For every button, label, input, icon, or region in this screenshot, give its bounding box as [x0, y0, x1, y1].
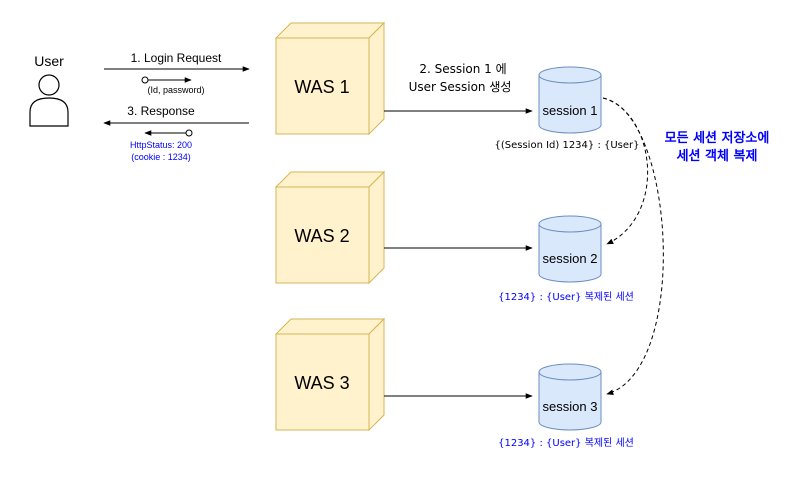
request-label: 1. Login Request	[131, 51, 222, 65]
replicate-to-session3-arrow	[602, 97, 664, 395]
response-param-start-icon	[185, 129, 193, 137]
was-3-label: WAS 3	[294, 373, 349, 393]
session-3-db: session 3	[538, 363, 602, 431]
session-1-caption: {(Session Id) 1234} : {User}	[494, 140, 639, 151]
was-2-label: WAS 2	[294, 226, 349, 246]
response-flow: 3. Response HttpStatus: 200 (cookie : 12…	[103, 104, 249, 162]
session-2-db: session 2	[538, 215, 602, 283]
session-1-db: session 1	[538, 66, 602, 134]
was-1-box: WAS 1	[274, 21, 386, 136]
create-step-line1: 2. Session 1 에	[419, 62, 506, 76]
user-label: User	[34, 53, 64, 69]
user-actor: User	[29, 53, 69, 127]
session-3-label: session 3	[543, 399, 598, 414]
request-flow: 1. Login Request (Id, password)	[104, 51, 250, 95]
response-status: HttpStatus: 200	[130, 140, 192, 150]
replication-note-line1: 모든 세션 저장소에	[665, 130, 770, 146]
user-body-icon	[29, 97, 69, 127]
replicate-to-session2-arrow	[602, 97, 649, 245]
response-label: 3. Response	[127, 104, 195, 118]
was-3-box: WAS 3	[274, 317, 386, 432]
session-2-label: session 2	[543, 251, 598, 266]
session-1-label: session 1	[543, 103, 598, 118]
request-param-start-icon	[141, 76, 149, 84]
user-head-icon	[38, 74, 60, 96]
create-step-line2: User Session 생성	[409, 80, 512, 94]
request-params: (Id, password)	[147, 85, 204, 95]
was-2-box: WAS 2	[274, 170, 386, 285]
replication-note-line2: 세션 객체 복제	[677, 148, 758, 164]
was-1-label: WAS 1	[294, 77, 349, 97]
session-2-caption: {1234} : {User} 복제된 세션	[498, 291, 634, 303]
response-cookie: (cookie : 1234)	[131, 152, 191, 162]
session-3-caption: {1234} : {User} 복제된 세션	[498, 437, 634, 449]
